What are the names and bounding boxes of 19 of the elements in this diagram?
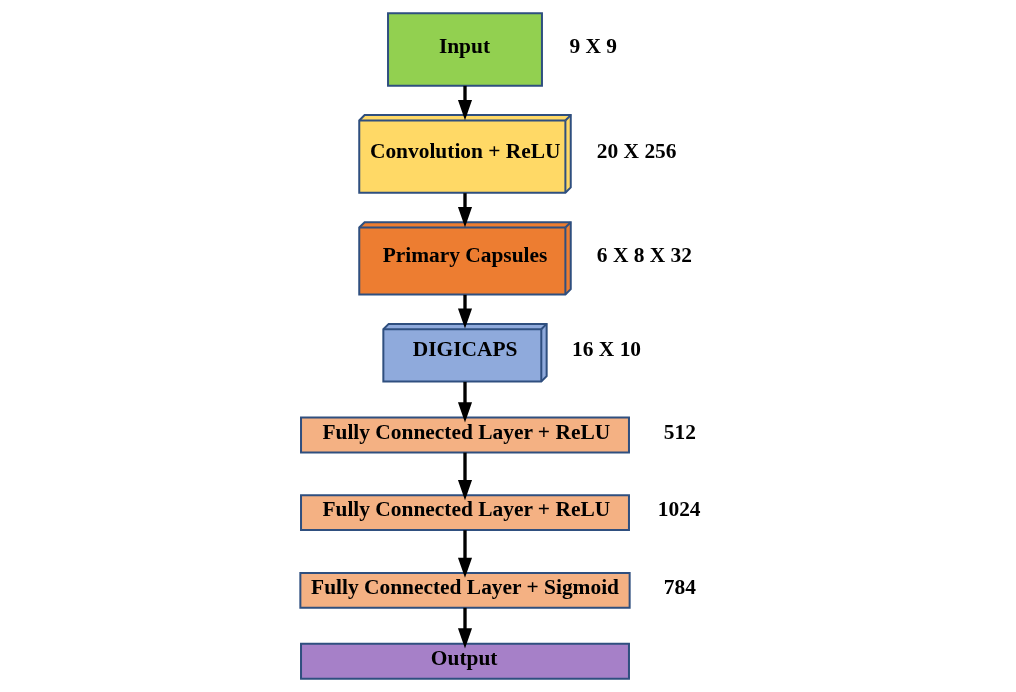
node-box: Fully Connected Layer + ReLU bbox=[299, 416, 630, 454]
node-box: Input bbox=[386, 12, 543, 87]
node-box: Fully Connected Layer + Sigmoid bbox=[298, 571, 631, 609]
arrow bbox=[457, 294, 472, 329]
arrow bbox=[457, 381, 472, 423]
node-label: 784 bbox=[663, 575, 696, 600]
node-box: Output bbox=[299, 642, 630, 680]
node-label: 16 X 10 bbox=[571, 337, 641, 362]
node-box: Fully Connected Layer + ReLU bbox=[299, 494, 630, 532]
arrow bbox=[457, 85, 472, 121]
arrow bbox=[457, 452, 472, 501]
node-label: 1024 bbox=[657, 497, 701, 522]
node-label: 20 X 256 bbox=[596, 138, 677, 163]
arrow bbox=[457, 607, 472, 649]
arrow bbox=[457, 530, 472, 578]
node-label: 6 X 8 X 32 bbox=[596, 243, 692, 268]
node-label: 512 bbox=[663, 419, 696, 444]
node-label: 9 X 9 bbox=[568, 34, 617, 59]
arrow bbox=[457, 193, 472, 228]
